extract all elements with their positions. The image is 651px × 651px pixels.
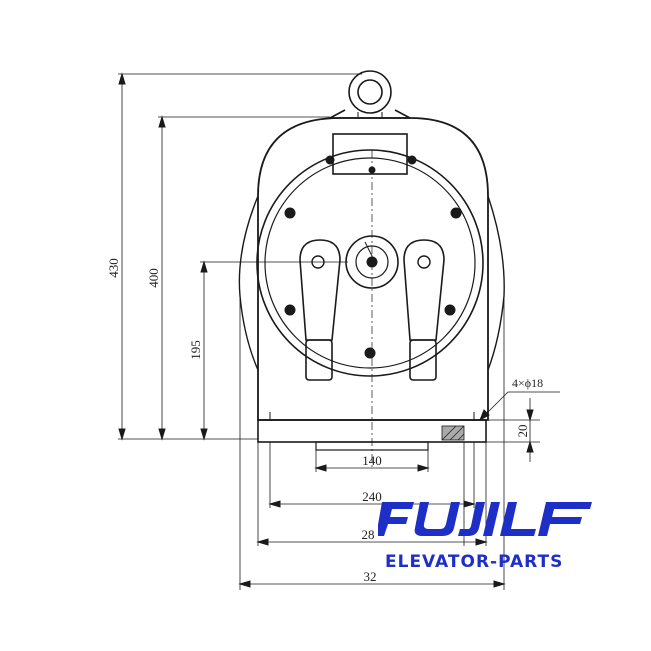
housing-side-right [487, 195, 505, 371]
brake-arm-right [403, 239, 445, 341]
hole-leader [479, 391, 560, 421]
brake-ring-outer [256, 149, 484, 377]
brake-shoe-left [305, 339, 333, 381]
mount-hole-hatch [441, 425, 465, 441]
label-195: 195 [188, 340, 203, 360]
base-recess [315, 441, 429, 451]
arrow [158, 115, 166, 128]
motor-housing [257, 117, 489, 421]
lifting-eye-outer [348, 70, 392, 114]
arrow [158, 428, 166, 441]
arrow [118, 72, 126, 85]
label-400: 400 [146, 268, 161, 288]
lifting-eye-base [329, 109, 411, 119]
label-hole-spec: 4×ϕ18 [512, 376, 543, 390]
brake-ring-inner [264, 157, 476, 369]
label-20: 20 [515, 425, 530, 438]
arrow [200, 428, 208, 441]
ring-bolts [284, 155, 462, 359]
brake-shoe-right [409, 339, 437, 381]
brand-tagline: ELEVATOR-PARTS [385, 552, 564, 572]
arrow [200, 260, 208, 273]
label-32x: 32 [364, 569, 377, 584]
terminal-box [332, 133, 408, 175]
label-140: 140 [362, 453, 382, 468]
arrow [118, 428, 126, 441]
fujilf-logo [378, 502, 592, 536]
brake-arm-left [299, 239, 341, 341]
label-430: 430 [106, 258, 121, 278]
label-28x: 28 [362, 527, 375, 542]
housing-side-left [238, 195, 259, 371]
label-240: 240 [362, 489, 382, 504]
lifting-eye-hole [357, 79, 383, 105]
